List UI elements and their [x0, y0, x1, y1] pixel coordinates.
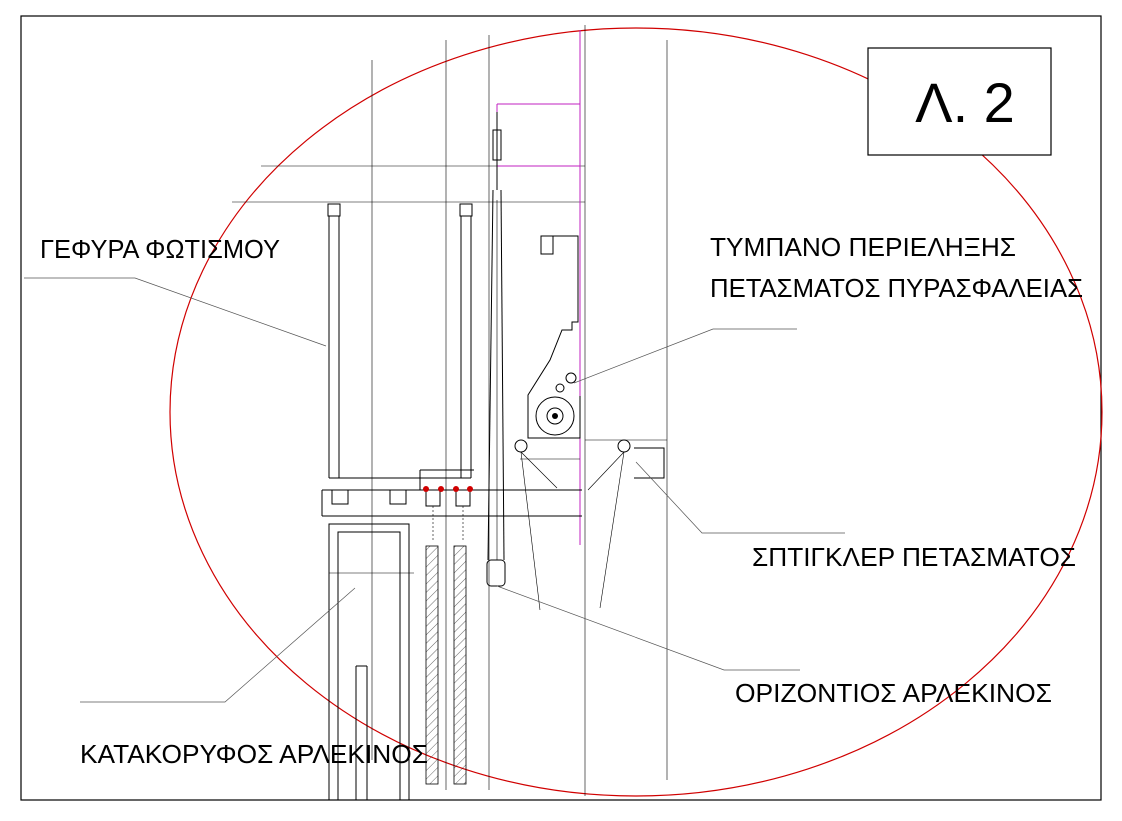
detail-circle-outline — [169, 27, 1103, 797]
vertical-harlequin — [328, 523, 414, 801]
leader-lines — [24, 277, 845, 703]
label-sprinkler: ΣΠΤΙΓΚΛΕΡ ΠΕΤΑΣΜΑΤΟΣ — [752, 542, 1076, 572]
curtain-rod — [486, 112, 506, 587]
bridge-fixtures — [331, 486, 473, 540]
label-horizontal-harlequin: ΟΡΙΖΟΝΤΙΟΣ ΑΡΛΕΚΙΝΟΣ — [735, 678, 1052, 708]
label-lighting-bridge: ΓΕΦΥΡΑ ΦΩΤΙΣΜΟΥ — [40, 234, 280, 264]
lighting-bridge — [321, 203, 582, 517]
fire-curtain-line — [496, 30, 581, 545]
label-drum-line2: ΠΕΤΑΣΜΑΤΟΣ ΠΥΡΑΣΦΑΛΕΙΑΣ — [710, 273, 1083, 303]
label-drum-line1: ΤΥΜΠΑΝΟ ΠΕΡΙΕΛΗΞΗΣ — [710, 232, 1016, 262]
detail-tag: Λ. 2 — [915, 71, 1015, 134]
label-vertical-harlequin: ΚΑΤΑΚΟΡΥΦΟΣ ΑΡΛΕΚΙΝΟΣ — [80, 739, 428, 769]
winding-drum — [520, 235, 667, 479]
sheet-border — [20, 15, 1102, 801]
detail-tag-box — [867, 47, 1052, 156]
structure-lines — [232, 25, 668, 796]
hatched-supports — [425, 545, 467, 785]
sprinklers — [514, 439, 631, 611]
